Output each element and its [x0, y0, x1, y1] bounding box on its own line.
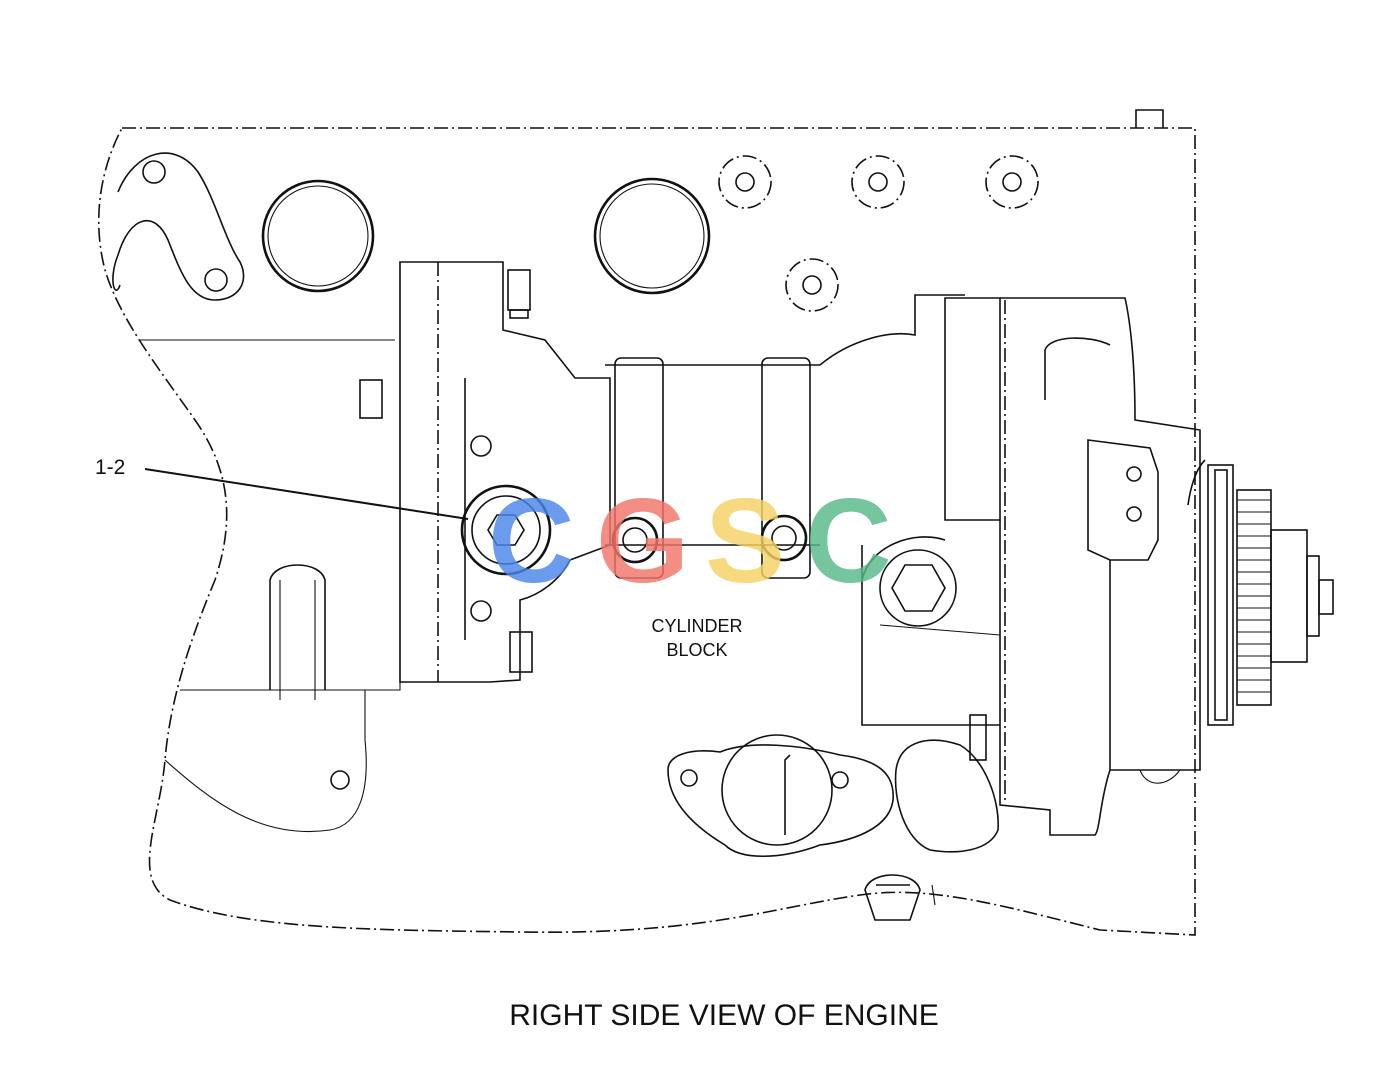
- watermark-letter-c1: C: [488, 474, 575, 608]
- lower-left-boss: [269, 564, 350, 790]
- watermark-letter-s: S: [705, 474, 785, 608]
- right-housing: [944, 297, 1206, 836]
- watermark: C G S C: [488, 474, 892, 608]
- callout-leader: [144, 468, 469, 520]
- core-plugs: [261, 177, 711, 295]
- pump-bracket: [359, 261, 611, 683]
- front-cover-lower: [861, 536, 1001, 853]
- top-holes: [718, 155, 1039, 312]
- view-caption: RIGHT SIDE VIEW OF ENGINE: [509, 999, 939, 1032]
- drain-fitting: [864, 874, 936, 921]
- cylinder-block-label-line2: BLOCK: [666, 640, 727, 660]
- gear-arms: [605, 294, 965, 579]
- watermark-letter-g: G: [596, 474, 689, 608]
- watermark-letter-c2: C: [805, 474, 892, 608]
- lower-flange: [667, 734, 894, 857]
- callout-label: 1-2: [95, 456, 125, 479]
- top-left-lug: [112, 152, 245, 301]
- crank-pulley: [1207, 464, 1334, 726]
- cylinder-block-label-line1: CYLINDER: [651, 616, 742, 636]
